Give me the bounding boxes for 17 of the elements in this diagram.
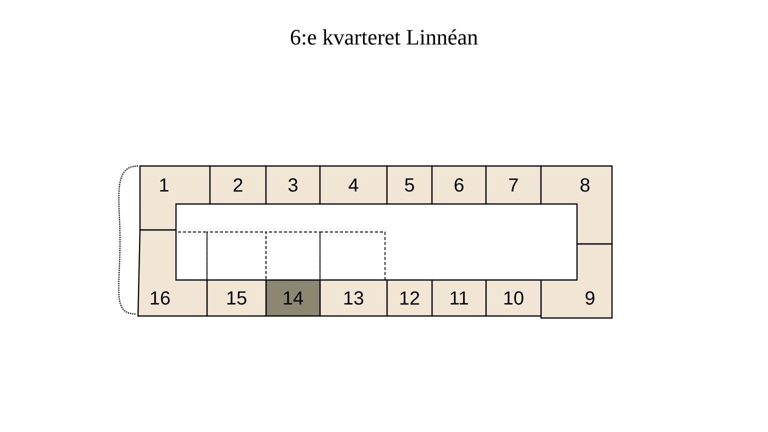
dashed-box bbox=[320, 232, 386, 280]
lot-box: 15 bbox=[206, 279, 267, 317]
lot-box: 13 bbox=[319, 279, 388, 317]
dashed-box bbox=[176, 232, 208, 280]
lot-box: 14 bbox=[265, 279, 321, 317]
title: 6:e kvarteret Linnéan bbox=[290, 29, 478, 45]
lot-box: 7 bbox=[485, 165, 542, 205]
lot-box: 10 bbox=[485, 279, 542, 317]
lot-box: 4 bbox=[319, 165, 388, 205]
lot-box: 2 bbox=[209, 165, 267, 205]
dashed-box bbox=[206, 232, 266, 280]
lot-box: 11 bbox=[431, 279, 487, 317]
dashed-box bbox=[266, 232, 320, 280]
lot-box: 5 bbox=[386, 165, 433, 205]
lot-box: 12 bbox=[386, 279, 433, 317]
lot-box: 3 bbox=[265, 165, 321, 205]
lot-box: 6 bbox=[431, 165, 487, 205]
